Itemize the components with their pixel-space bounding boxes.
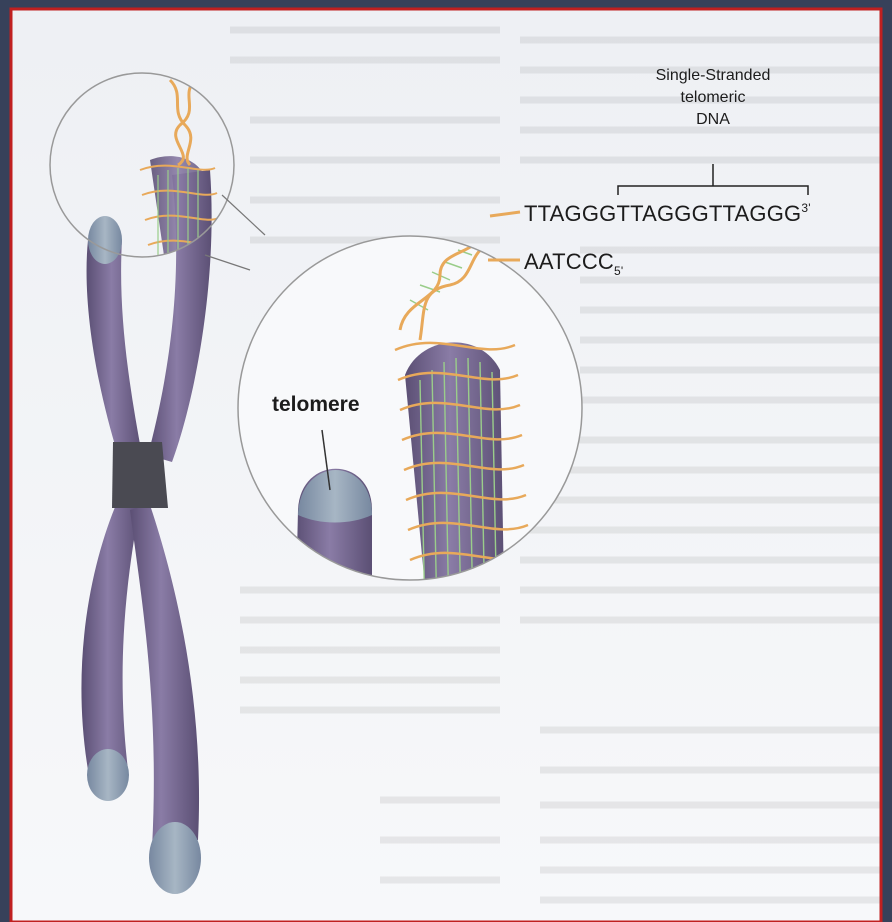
- single-stranded-line3: DNA: [638, 109, 788, 131]
- single-stranded-line1: Single-Stranded: [638, 65, 788, 87]
- centromere: [112, 442, 168, 508]
- top-strand-sequence: TTAGGGTTAGGGTTAGGG3': [524, 201, 811, 227]
- telomere-cap-upper-left: [88, 216, 122, 264]
- telomere-cap-lower-left: [87, 749, 129, 801]
- telomere-cap-lower-right: [149, 822, 201, 894]
- single-stranded-line2: telomeric: [638, 87, 788, 109]
- bottom-strand-text: AATCCC: [524, 249, 614, 274]
- top-strand-text: TTAGGGTTAGGGTTAGGG: [524, 201, 801, 226]
- top-strand-end: 3': [801, 201, 810, 215]
- telomere-label: telomere: [272, 393, 360, 417]
- bottom-strand-sequence: AATCCC5': [524, 249, 623, 275]
- single-stranded-label: Single-Stranded telomeric DNA: [638, 65, 788, 131]
- bottom-strand-end: 5': [614, 264, 623, 278]
